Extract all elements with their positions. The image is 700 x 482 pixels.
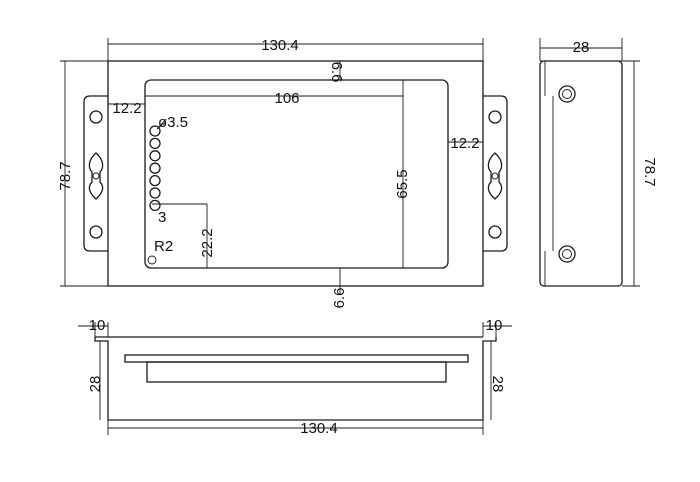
- left-ear-keyhole-slot: [88, 152, 104, 200]
- dim-window-height: 65.5: [394, 169, 411, 198]
- bottom-view-top-plate: [124, 354, 469, 363]
- left-ear-keyhole-center: [92, 172, 100, 180]
- dim-hole-diameter: ø3.5: [158, 114, 188, 131]
- corner-radius-marker: [147, 255, 157, 265]
- left-ear-hole-top: [89, 110, 103, 124]
- dim-window-width: 106: [274, 90, 299, 107]
- right-ear-hole-top: [488, 110, 502, 124]
- dim-side-depth: 28: [573, 39, 590, 56]
- dim-height-right: 28: [489, 376, 506, 393]
- hole-diameter-leader: [156, 121, 167, 130]
- dim-led-height: 22.2: [199, 228, 216, 257]
- dim-bottom-margin: 6.6: [331, 288, 348, 309]
- led-hole: [149, 187, 161, 199]
- side-view: 28 78.7: [539, 38, 658, 287]
- bottom-view-inner-plate: [146, 361, 447, 383]
- dim-overall-height: 78.7: [57, 161, 74, 190]
- dim-left-inset: 12.2: [112, 100, 141, 117]
- side-screw-top: [558, 85, 576, 103]
- dim-flange-left: 10: [89, 317, 106, 334]
- dim-corner-radius: R2: [154, 238, 173, 255]
- bottom-view: 10 10 28 28 130.4: [78, 317, 512, 437]
- dim-bottom-overall-width: 130.4: [300, 420, 338, 437]
- right-mounting-ear: [483, 95, 508, 252]
- left-ear-hole-bottom: [89, 225, 103, 239]
- dim-overall-width: 130.4: [261, 37, 299, 54]
- front-window-outline: [144, 79, 449, 269]
- side-view-body: [539, 60, 623, 287]
- led-hole: [149, 137, 161, 150]
- dim-right-inset: 12.2: [450, 135, 479, 152]
- right-ear-hole-bottom: [488, 225, 502, 239]
- side-screw-bottom-inner: [562, 249, 572, 259]
- right-ear-keyhole-center: [491, 172, 499, 180]
- side-screw-top-inner: [562, 89, 572, 99]
- dim-flange-right: 10: [486, 317, 503, 334]
- led-hole: [149, 174, 161, 187]
- front-view: 130.4 78.7 6.6 106 12.2 12.2 65.5 ø3.5 3…: [57, 37, 508, 309]
- bottom-view-body: [94, 336, 497, 421]
- dim-led-offset: 3: [158, 209, 166, 226]
- enclosure-body-outline: [107, 60, 484, 287]
- side-screw-bottom: [558, 245, 576, 263]
- left-mounting-ear: [83, 95, 108, 252]
- led-hole: [149, 125, 161, 137]
- led-hole: [149, 199, 161, 212]
- right-ear-keyhole-slot: [487, 152, 503, 200]
- dim-top-margin: 6.6: [328, 62, 345, 83]
- dim-side-height: 78.7: [641, 157, 658, 186]
- led-hole: [149, 162, 161, 174]
- dim-height-left: 28: [87, 376, 104, 393]
- led-indicator-column: [149, 125, 161, 212]
- led-hole: [149, 150, 161, 162]
